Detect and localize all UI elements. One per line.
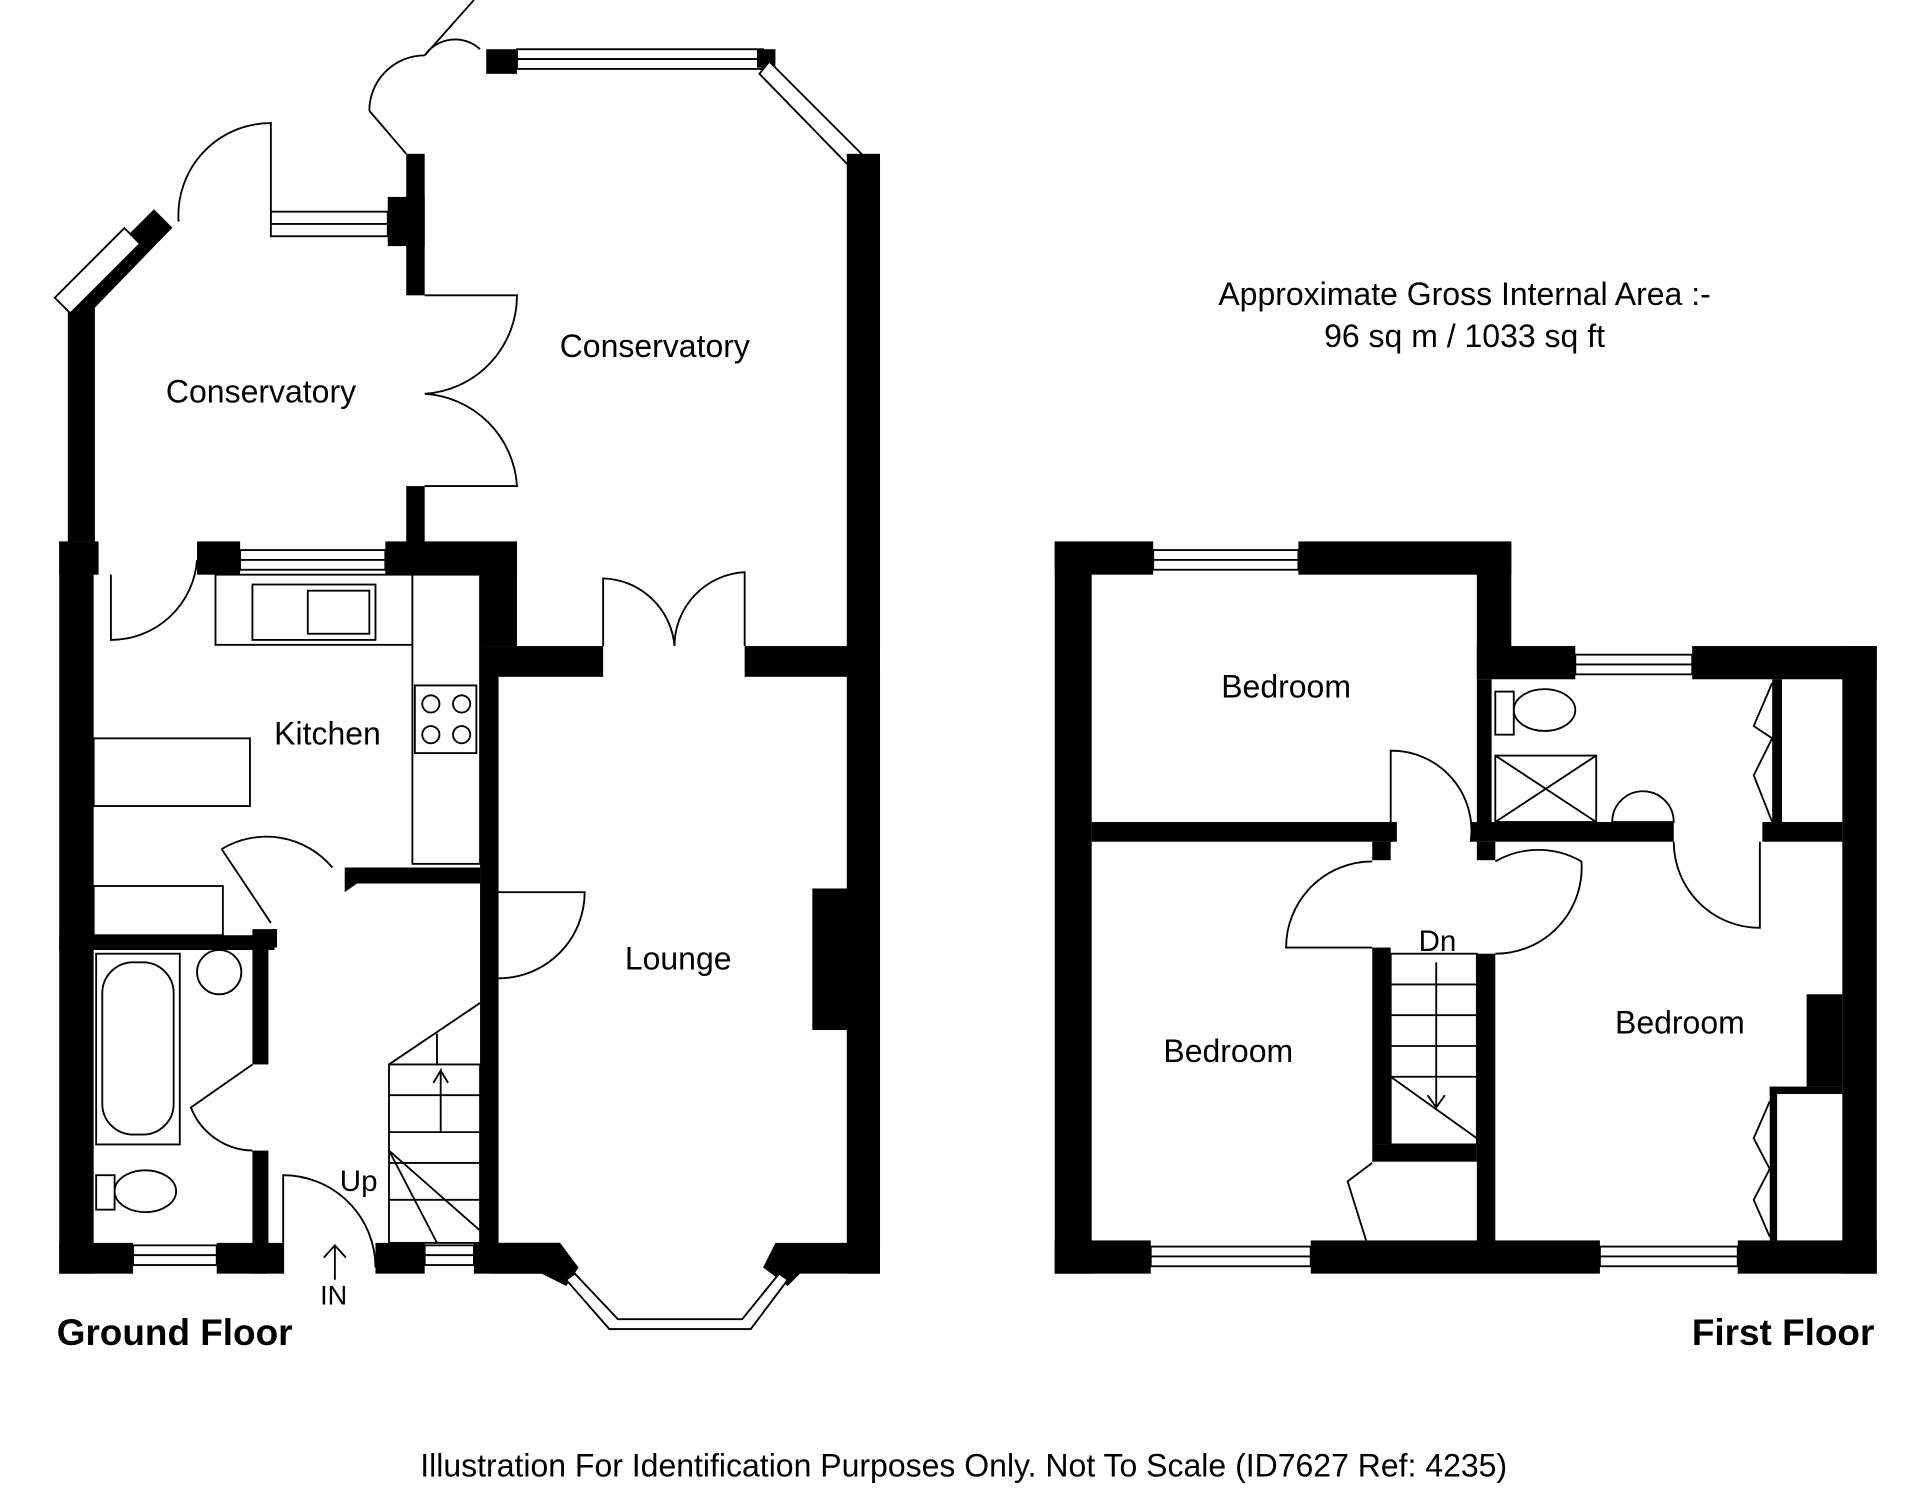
room-label-lounge: Lounge [625,941,732,977]
stairs-down-label: Dn [1419,925,1457,958]
first-floor-plan: Dn Bedroom Bedroom Bedroom First Floor [1054,541,1877,1353]
first-floor-stairs [1389,952,1478,1146]
room-label-conservatory-left: Conservatory [166,373,356,409]
ground-floor-plan: IN Up Conservatory Conservatory Kitchen … [53,0,881,1353]
ground-floor-label: Ground Floor [57,1312,293,1353]
area-title: Approximate Gross Internal Area :- [1218,276,1710,312]
room-label-bedroom-top: Bedroom [1221,669,1351,705]
room-label-kitchen: Kitchen [274,716,381,752]
room-label-conservatory-right: Conservatory [560,328,750,364]
area-value: 96 sq m / 1033 sq ft [1324,318,1605,354]
ground-stairs [388,1002,481,1244]
entrance-label: IN [320,1279,347,1310]
disclaimer-footer: Illustration For Identification Purposes… [420,1448,1507,1484]
first-floor-label: First Floor [1692,1312,1874,1353]
room-label-bedroom-left: Bedroom [1163,1033,1293,1069]
stairs-up-label: Up [340,1165,378,1198]
room-label-bedroom-right: Bedroom [1615,1005,1745,1041]
